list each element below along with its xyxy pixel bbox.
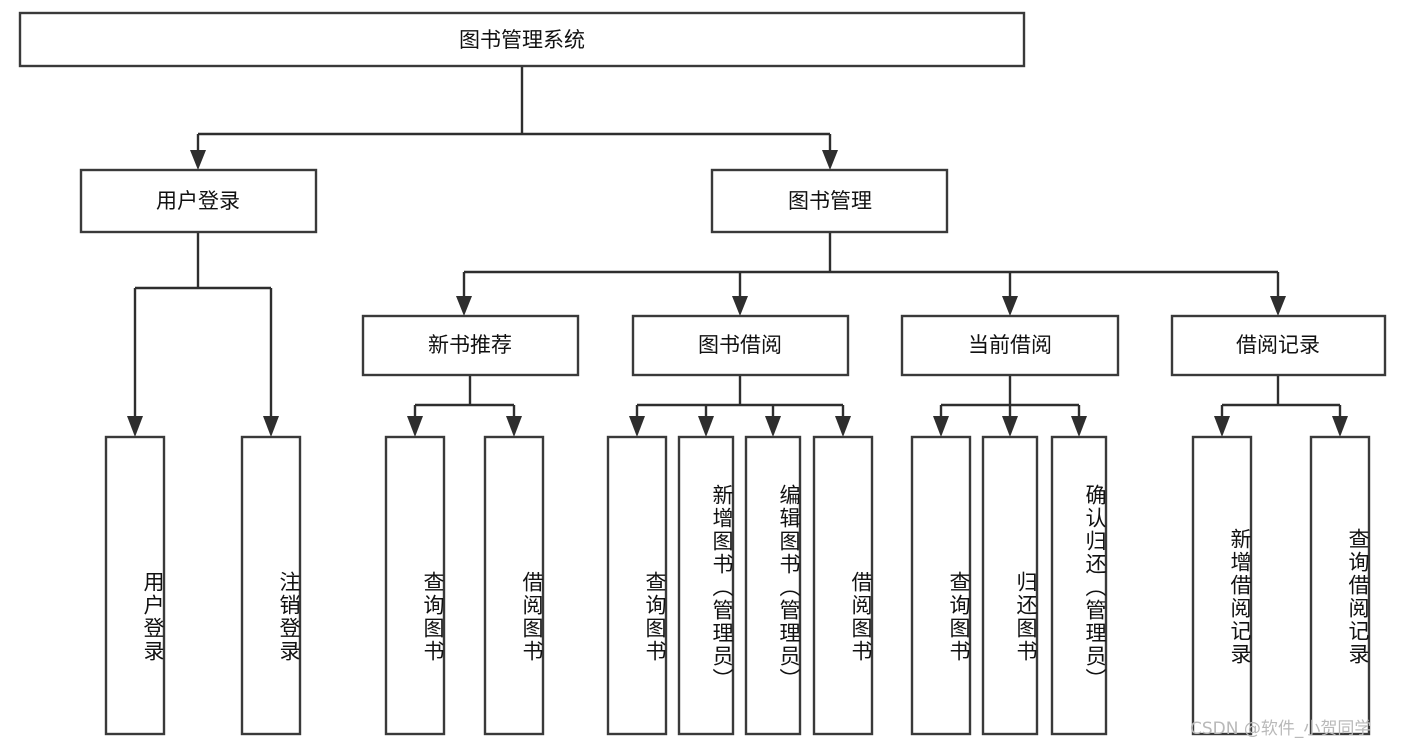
node-book-borrow[interactable]: 图书借阅 (631, 314, 850, 377)
node-root-label: 图书管理系统 (459, 28, 585, 52)
node-root[interactable]: 图书管理系统 (18, 11, 1026, 68)
node-user-login-label: 用户登录 (156, 189, 240, 213)
node-leaf-nb-borrow-box[interactable] (483, 435, 545, 736)
node-leaf-bb-query-box[interactable] (606, 435, 668, 736)
node-leaf-cb-return-box[interactable] (981, 435, 1039, 736)
node-new-book-label: 新书推荐 (428, 333, 512, 357)
node-borrow-record-box[interactable] (1170, 314, 1387, 377)
node-leaf-logout-box[interactable] (240, 435, 302, 736)
node-leaf-br-add-box[interactable] (1191, 435, 1253, 736)
node-current-borrow-box[interactable] (900, 314, 1120, 377)
node-book-mgmt-label: 图书管理 (788, 189, 872, 213)
arrow-leaf-bb-query (629, 416, 645, 437)
csdn-watermark: CSDN @软件_小贺同学 (1190, 719, 1372, 739)
edges-layer (127, 66, 1348, 437)
node-leaf-bb-add-box[interactable] (677, 435, 735, 736)
node-book-borrow-box[interactable] (631, 314, 850, 377)
node-root-box[interactable] (18, 11, 1026, 68)
node-user-login[interactable]: 用户登录 (79, 168, 318, 234)
arrow-to-new-book (456, 296, 472, 316)
node-new-book[interactable]: 新书推荐 (361, 314, 580, 377)
node-borrow-record-label: 借阅记录 (1236, 333, 1320, 357)
node-leaf-bb-edit-box[interactable] (744, 435, 802, 736)
node-book-mgmt[interactable]: 图书管理 (710, 168, 949, 234)
node-leaf-bb-borrow-box[interactable] (812, 435, 874, 736)
node-new-book-box[interactable] (361, 314, 580, 377)
node-book-borrow-label: 图书借阅 (698, 333, 782, 357)
arrow-leaf-nb-borrow (506, 416, 522, 437)
arrow-to-borrow-record (1270, 296, 1286, 316)
node-book-mgmt-box[interactable] (710, 168, 949, 234)
node-leaf-br-query-box[interactable] (1309, 435, 1371, 736)
arrow-leaf-user-login (127, 416, 143, 437)
arrow-to-user-login (190, 150, 206, 170)
arrow-to-book-mgmt (822, 150, 838, 170)
arrow-leaf-br-add (1214, 416, 1230, 437)
arrow-to-current-borrow (1002, 296, 1018, 316)
arrow-leaf-bb-edit (765, 416, 781, 437)
arrow-leaf-br-query (1332, 416, 1348, 437)
node-current-borrow-label: 当前借阅 (968, 333, 1052, 357)
node-current-borrow[interactable]: 当前借阅 (900, 314, 1120, 377)
arrow-leaf-bb-add (698, 416, 714, 437)
node-leaf-user-login-box[interactable] (104, 435, 166, 736)
node-leaf-nb-query-box[interactable] (384, 435, 446, 736)
arrow-leaf-bb-borrow (835, 416, 851, 437)
arrow-leaf-logout (263, 416, 279, 437)
arrow-leaf-cb-query (933, 416, 949, 437)
node-leaf-cb-query-box[interactable] (910, 435, 972, 736)
arrow-leaf-nb-query (407, 416, 423, 437)
arrow-leaf-cb-confirm (1071, 416, 1087, 437)
arrow-leaf-cb-return (1002, 416, 1018, 437)
node-user-login-box[interactable] (79, 168, 318, 234)
nodes-layer: 图书管理系统 用户登录 图书管理 新书推荐 图书借阅 当前 (18, 11, 1387, 736)
node-leaf-cb-confirm-box[interactable] (1050, 435, 1108, 736)
node-borrow-record[interactable]: 借阅记录 (1170, 314, 1387, 377)
arrow-to-book-borrow (732, 296, 748, 316)
